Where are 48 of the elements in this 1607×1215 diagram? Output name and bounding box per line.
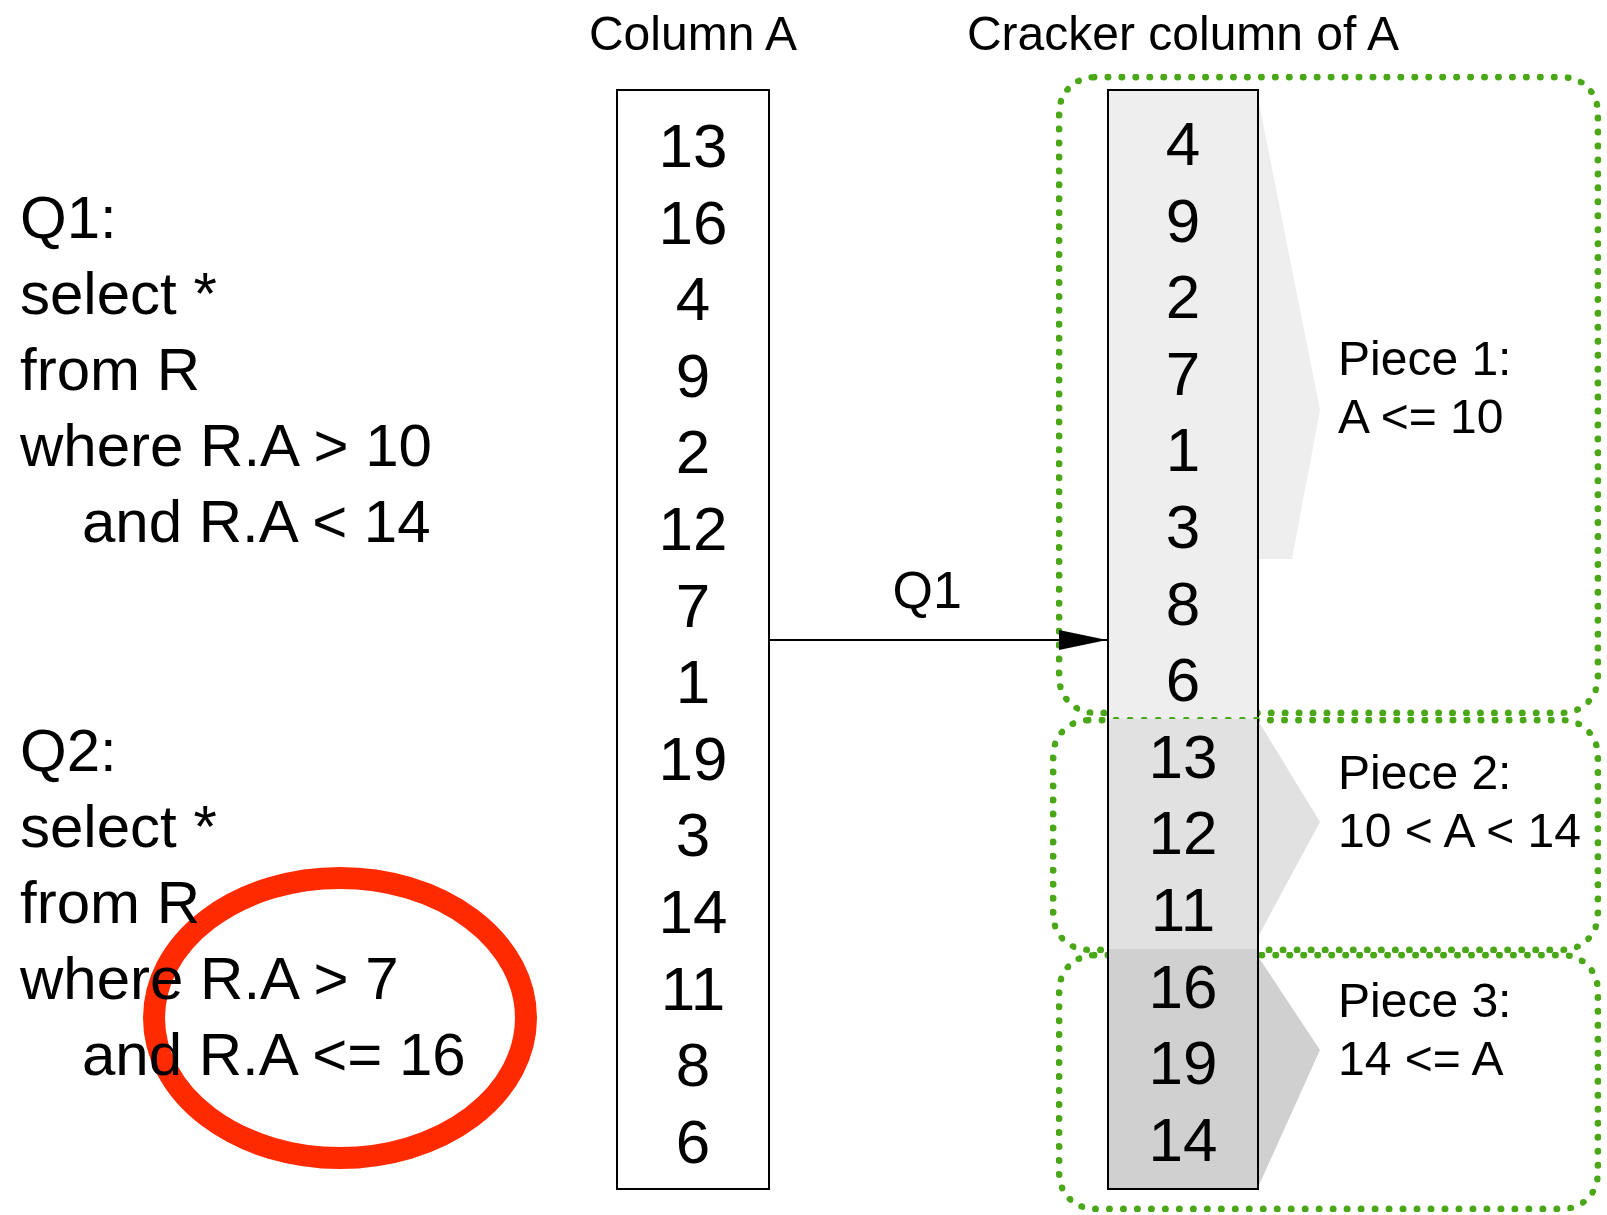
cell-value: 14 (1147, 1103, 1219, 1176)
piece-region (1056, 74, 1601, 716)
piece-region (1050, 717, 1601, 953)
cell-value: 1 (1164, 414, 1202, 487)
query-text: select * (20, 792, 217, 862)
cell-value: 13 (1147, 720, 1219, 793)
piece-label: A <= 10 (1338, 389, 1504, 445)
cell-value: 9 (675, 339, 711, 412)
query-text: where R.A > 10 (20, 411, 432, 481)
cell-value: 19 (658, 722, 728, 795)
piece-region (1056, 952, 1601, 1212)
piece-label: Piece 2: (1338, 745, 1512, 801)
cell-value: 4 (1164, 108, 1202, 180)
cell-value: 16 (658, 186, 728, 259)
cell-value: 1 (675, 646, 711, 719)
cell-value: 19 (1147, 1027, 1219, 1100)
arrow (769, 630, 1108, 650)
cell-value: 6 (1164, 644, 1202, 717)
cell-value: 8 (675, 1029, 711, 1102)
piece-label: Piece 1: (1338, 331, 1512, 387)
cell-value: 12 (658, 492, 728, 565)
cell-value: 3 (1164, 491, 1202, 563)
cell-value: 12 (1147, 797, 1219, 870)
cell-value: 7 (1164, 337, 1202, 410)
query-text: from R (20, 868, 200, 938)
column-heading: Column A (588, 6, 798, 62)
cell-value: 6 (675, 1105, 711, 1178)
query-text: Q2: (20, 716, 117, 786)
cell-value: 8 (1164, 567, 1202, 640)
cell-value: 3 (675, 799, 711, 872)
cell-value: 9 (1164, 184, 1202, 257)
cell-value: 11 (1149, 874, 1217, 946)
cell-value: 4 (675, 263, 711, 336)
query-text: from R (20, 335, 200, 405)
piece-label: 10 < A < 14 (1338, 803, 1581, 859)
cell-value: 14 (658, 875, 728, 948)
piece-label: 14 <= A (1338, 1031, 1504, 1087)
query-text: Q1: (20, 183, 117, 253)
piece-label: Piece 3: (1338, 973, 1512, 1029)
cell-value: 2 (675, 416, 711, 489)
cell-value: 13 (658, 110, 728, 182)
column-heading: Cracker column of A (966, 6, 1400, 62)
cell-value: 2 (1164, 261, 1202, 334)
query-text: select * (20, 259, 217, 329)
query-text: and R.A < 14 (82, 487, 431, 557)
cell-value: 7 (675, 569, 711, 642)
cell-value: 16 (1147, 950, 1219, 1023)
cell-value: 11 (660, 952, 726, 1025)
